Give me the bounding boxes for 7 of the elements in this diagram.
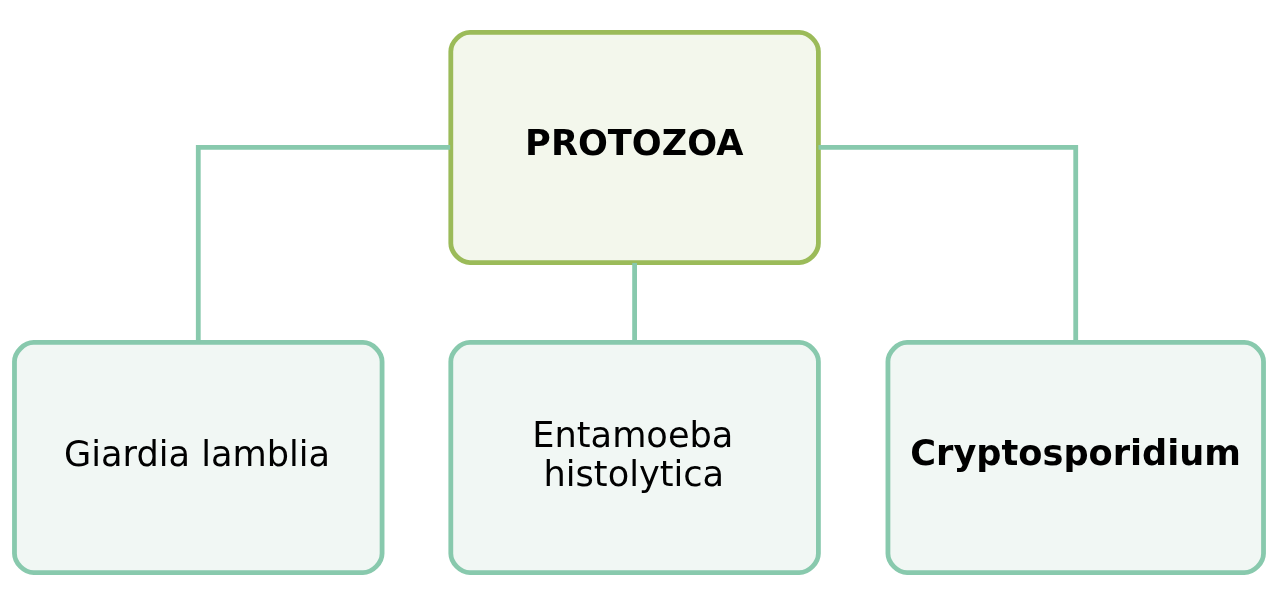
connector [818, 144, 1079, 342]
connector [195, 144, 451, 342]
connector [632, 262, 637, 342]
node-box: Cryptosporidium [885, 339, 1266, 575]
node-box: PROTOZOA [448, 29, 821, 265]
node-box: Entamoeba histolytica [448, 339, 821, 575]
node-box: Giardia lamblia [12, 339, 385, 575]
